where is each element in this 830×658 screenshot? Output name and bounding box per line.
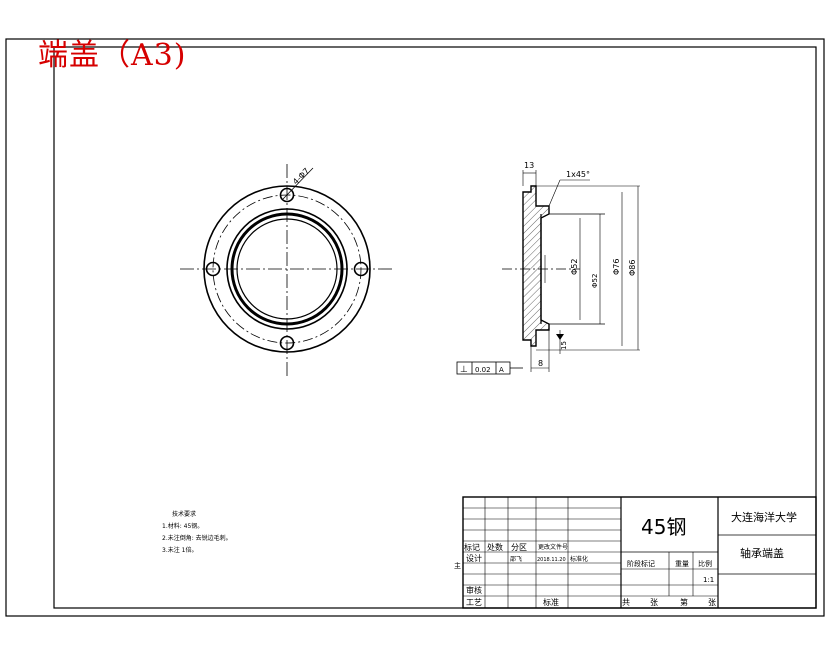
sheet-no: 第 [680,597,688,607]
tech-note-1: 1.材料: 45钢。 [162,522,203,530]
material-text: 45钢 [641,515,686,539]
part-name: 轴承端盖 [740,546,784,560]
row-review: 审核 [466,585,482,595]
school-name: 大连海洋大学 [731,510,797,524]
hole-leader [282,167,314,200]
tech-note-2: 2.未注倒角: 去锐边毛刺。 [162,534,232,542]
std-label: 标准化 [570,555,588,563]
sheets-total: 共 [622,598,630,607]
col-label-zone: 分区 [511,543,527,552]
outer-frame [5,38,825,617]
dim-d76: Φ76 [612,259,621,275]
row-design: 设计 [466,553,482,563]
sheet-title: 端盖（A3) [38,38,187,73]
dim-d52: Φ52 [570,259,579,275]
std2-label: 标准 [543,597,559,607]
sheet-label: 张 [650,598,658,607]
section-view [502,170,640,372]
bore-inner-circle [236,218,338,320]
dim-d86: Φ86 [628,260,637,276]
dim-bottom: 8 [538,359,543,368]
stage-label: 阶段标记 [627,559,655,568]
col-label-change: 更改文件号 [538,543,568,551]
col-label-count: 处数 [487,542,503,552]
bolt-hole-right [353,261,369,277]
scale-value: 1:1 [703,576,714,584]
flange-outer-circle [203,185,371,353]
dim-small2: 15 [560,341,568,350]
tolerance-value: 0.02 [475,366,491,374]
front-view [180,164,392,378]
dim-d52-fit: Φ52 [591,274,599,288]
dim-top-width: 13 [524,161,534,170]
bore-outer-circle [230,212,344,326]
bolt-hole-top [279,187,295,203]
tolerance-symbol: ⊥ [460,365,468,375]
sheet-no2: 张 [708,598,716,607]
design-date: 2018.11.20 [537,557,566,563]
scale-label: 比例 [698,559,712,568]
weight-label: 重量 [675,560,689,568]
designer-name: 邵飞 [510,555,522,563]
inner-frame [53,46,817,609]
tolerance-datum: A [499,366,504,374]
row-process: 工艺 [466,598,482,607]
side-note: 主 [454,561,461,570]
col-label-mark: 标记 [464,542,480,552]
tech-notes-heading: 技术要求 [172,510,196,518]
tolerance-frame [456,361,523,375]
shoulder-circle [226,208,348,330]
dim-chamfer: 1x45° [566,170,590,179]
bolt-hole-left [205,261,221,277]
bolt-hole-bottom [279,335,295,351]
title-block [462,496,817,609]
tech-note-3: 3.未注 1倍。 [162,546,197,554]
hole-callout-text: 4-Φ7 [291,166,311,186]
